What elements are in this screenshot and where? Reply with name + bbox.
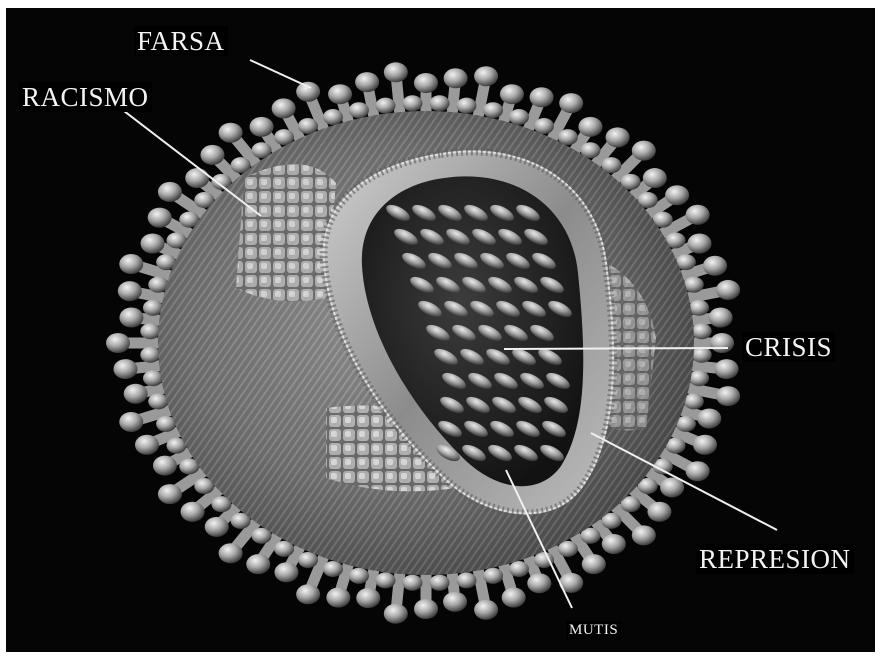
crisis-leader [504,348,728,349]
label-crisis: CRISIS [742,332,835,362]
label-mutis: MUTIS [566,621,621,639]
virus-illustration-panel: FARSA RACISMO CRISIS REPRESION MUTIS [6,8,875,652]
label-farsa: FARSA [134,26,228,56]
farsa-leader [250,60,311,88]
label-racismo: RACISMO [19,82,152,112]
label-represion: REPRESION [696,544,854,574]
